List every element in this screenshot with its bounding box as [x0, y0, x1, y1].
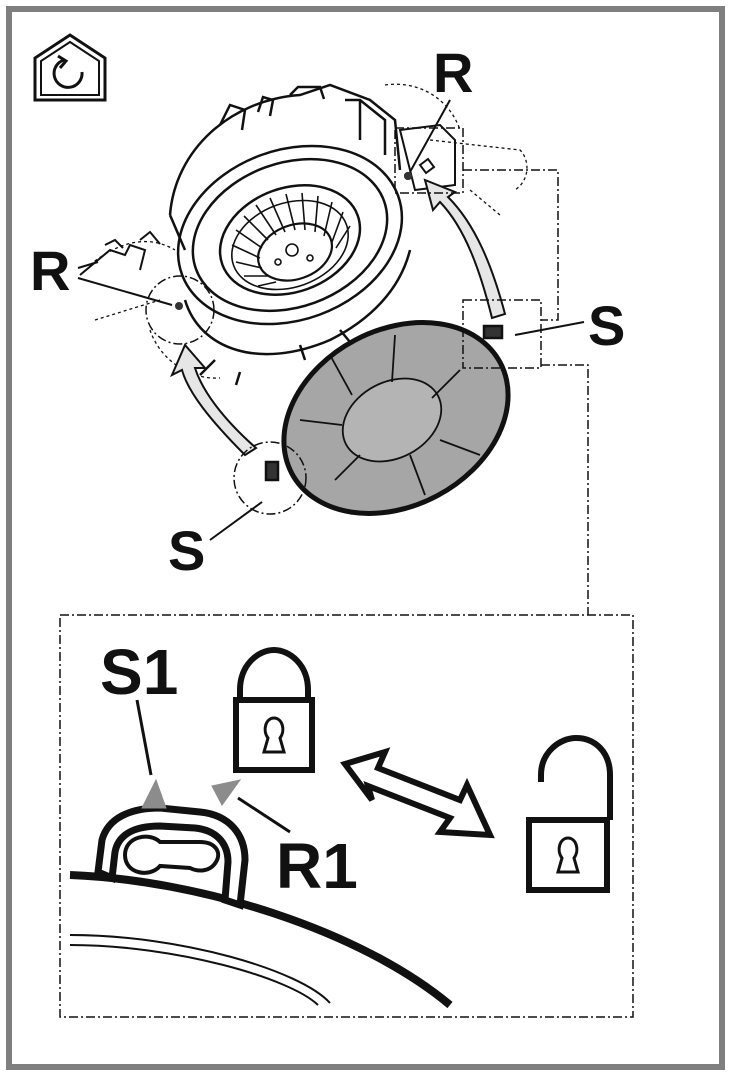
label-r-left: R: [30, 239, 70, 302]
filter-edge-detail: [69, 871, 453, 1009]
clip-detail: [94, 804, 249, 910]
house-rotate-icon: [33, 33, 107, 102]
grease-filter: [264, 320, 511, 516]
fan-basket: [218, 184, 362, 296]
screw-markers: [175, 172, 412, 310]
lock-closed-icon: [233, 646, 315, 773]
hood-motor-housing: [168, 83, 412, 386]
label-r-top: R: [433, 41, 473, 104]
callout-lines: [59, 127, 634, 1018]
lock-open-icon: [526, 734, 613, 893]
marker-leaders: [135, 699, 291, 834]
insertion-arrows: [169, 178, 507, 457]
hidden-lines: [89, 83, 528, 379]
outer-frame: [6, 6, 725, 1070]
label-s1: S1: [100, 636, 178, 708]
leader-lines: [77, 99, 585, 541]
label-s-right: S: [588, 294, 625, 357]
label-s-bottom: S: [168, 519, 205, 582]
label-r1: R1: [276, 830, 358, 902]
alignment-markers: [141, 778, 242, 809]
double-arrow-icon: [340, 747, 495, 839]
left-bracket: [79, 230, 161, 276]
